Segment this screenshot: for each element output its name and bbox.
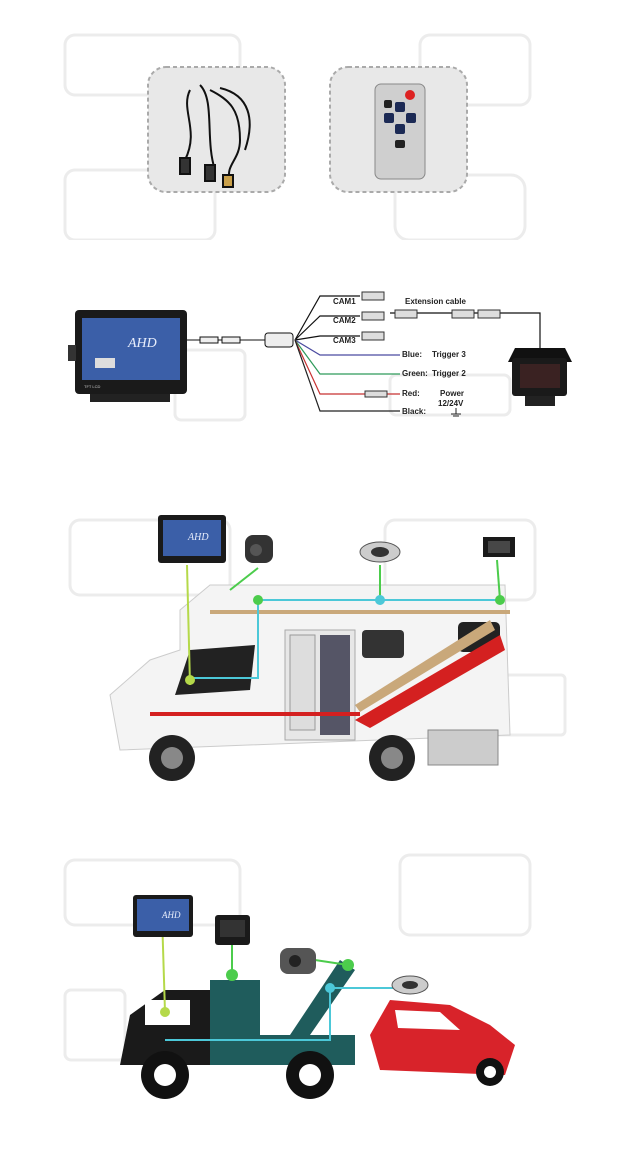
monitor: AHD	[158, 515, 226, 563]
dome-camera	[359, 541, 401, 563]
extension-cable-label: Extension cable	[405, 297, 466, 306]
monitor-brand-label: AHD	[161, 910, 181, 920]
black-wire-label: Black:	[402, 407, 426, 416]
rear-camera	[508, 348, 572, 406]
accessories-illustration	[63, 33, 532, 242]
tow-truck	[120, 960, 355, 1099]
red-wire-label: Red:	[402, 389, 420, 398]
monitor: AHD	[133, 895, 193, 937]
rca-plugs	[361, 291, 501, 398]
fan-out-wires	[294, 295, 541, 412]
cam3-label: CAM3	[333, 336, 356, 345]
side-camera	[280, 948, 316, 974]
rear-camera	[483, 537, 515, 557]
monitor-model-label: TFT LCD	[84, 384, 100, 389]
green-wire-function: Trigger 2	[432, 369, 466, 378]
blue-wire-label: Blue:	[402, 350, 422, 359]
connection-lines	[185, 559, 505, 686]
ground-icon	[451, 408, 461, 417]
wiring-diagram: AHD TFT LCD	[68, 291, 572, 422]
cam1-label: CAM1	[333, 297, 356, 306]
dome-camera	[391, 975, 429, 995]
remote-control-card	[329, 66, 468, 193]
rv-vehicle	[109, 584, 511, 781]
remote-control-icon	[374, 83, 426, 180]
connection-lines	[160, 914, 410, 1041]
tow-truck-section: AHD	[0, 850, 620, 1110]
cable-harness-card	[147, 66, 286, 193]
accessories-section	[0, 0, 620, 242]
rv-installation-section: AHD	[0, 500, 620, 800]
rv-installation-illustration: AHD	[68, 515, 567, 781]
monitor-brand-label: AHD	[187, 532, 209, 543]
cable-harness-icon	[179, 84, 251, 188]
monitor: AHD TFT LCD	[68, 310, 187, 402]
red-wire-function: Power	[440, 389, 464, 398]
monitor-brand-label: AHD	[127, 336, 157, 351]
towed-car	[370, 1000, 515, 1086]
green-wire-label: Green:	[402, 369, 428, 378]
rear-camera	[215, 915, 250, 945]
cam2-label: CAM2	[333, 316, 356, 325]
tow-truck-illustration: AHD	[63, 853, 532, 1099]
side-camera	[245, 535, 273, 563]
wiring-diagram-section: AHD TFT LCD	[0, 280, 620, 440]
blue-wire-function: Trigger 3	[432, 350, 466, 359]
background-vehicle-outlines	[173, 348, 512, 422]
red-wire-voltage: 12/24V	[438, 399, 464, 408]
extension-connector	[187, 332, 294, 348]
